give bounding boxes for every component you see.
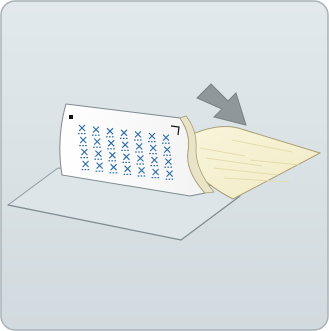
registration-mark — [69, 115, 73, 119]
